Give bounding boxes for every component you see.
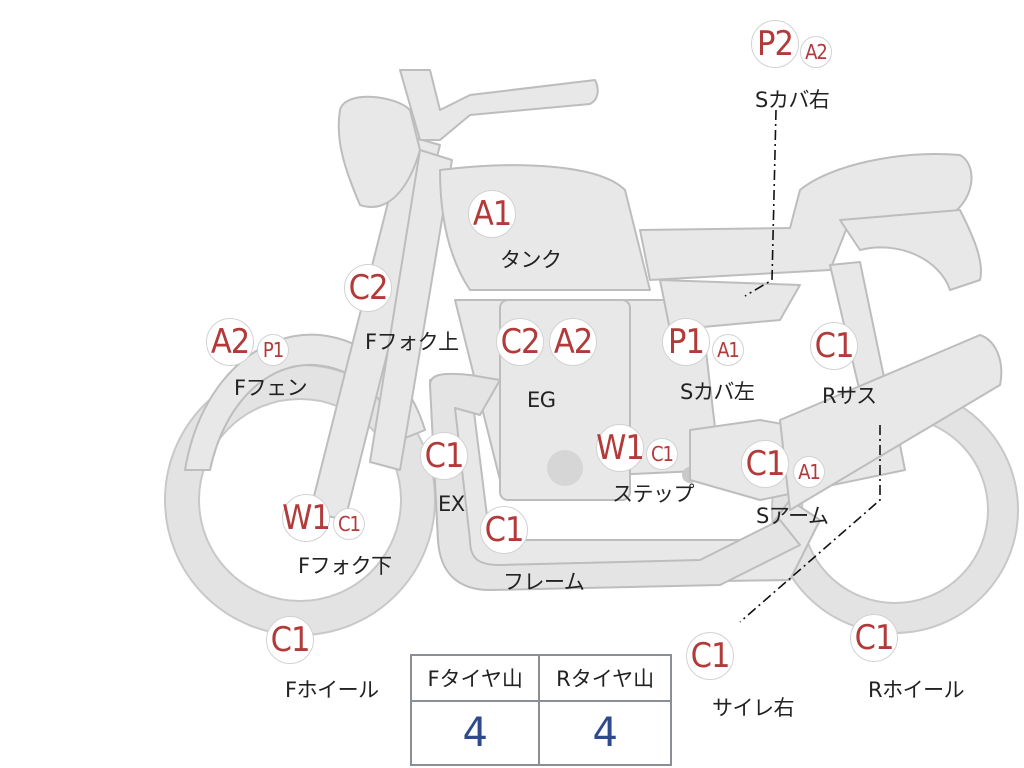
part-label: タンク (500, 248, 562, 272)
part-label: Fフェン (234, 376, 308, 400)
grade-badge: C1 (686, 632, 734, 680)
muffler-shape (779, 334, 1003, 511)
sub-grade-badge: A1 (793, 456, 825, 488)
grade-badge: C1 (266, 616, 314, 664)
side-cover-shape (659, 279, 801, 331)
front-tire-value: 4 (409, 700, 541, 766)
part-label: サイレ右 (712, 696, 795, 720)
grade-badge: C1 (850, 614, 898, 662)
sub-grade-badge: C1 (333, 508, 365, 540)
grade-badge: C1 (420, 432, 468, 480)
grade-badge: C1 (741, 440, 789, 488)
part-label: Fフォク上 (365, 330, 459, 354)
part-label: Rホイール (868, 678, 965, 702)
sub-grade-badge: C1 (646, 438, 678, 470)
grade-badge: W1 (282, 494, 331, 542)
rear-tire-header: Rタイヤ山 (538, 654, 672, 702)
grade-badge: C2 (344, 264, 392, 312)
exhaust-shape (429, 372, 801, 591)
part-label: Sアーム (756, 504, 829, 528)
grade-badge: C1 (480, 506, 528, 554)
part-label: Rサス (822, 384, 877, 408)
grade-badge: P1 (662, 318, 710, 366)
rear-tire-value: 4 (538, 700, 672, 766)
tire-tread-table: Fタイヤ山 Rタイヤ山 4 4 (409, 654, 672, 766)
sub-grade-badge: A2 (800, 36, 832, 68)
grade-badge: A2 (206, 318, 254, 366)
front-tire-header: Fタイヤ山 (409, 654, 541, 702)
grade-badge: C2 (496, 318, 544, 366)
grade-badge: A1 (468, 190, 516, 238)
part-label: Fフォク下 (298, 554, 392, 578)
part-label: Sカバ左 (680, 380, 755, 404)
part-label: Fホイール (285, 678, 379, 702)
part-label: ステップ (612, 482, 695, 506)
sub-grade-badge: A2 (549, 318, 597, 366)
grade-badge: W1 (596, 424, 645, 472)
part-label: フレーム (503, 570, 585, 594)
part-label: Sカバ右 (755, 88, 830, 112)
part-label: EX (438, 492, 465, 516)
grade-badge: P2 (751, 20, 799, 68)
sub-grade-badge: A1 (712, 334, 744, 366)
grade-badge: C1 (810, 322, 858, 370)
part-label: EG (527, 388, 556, 412)
sub-grade-badge: P1 (257, 334, 289, 366)
